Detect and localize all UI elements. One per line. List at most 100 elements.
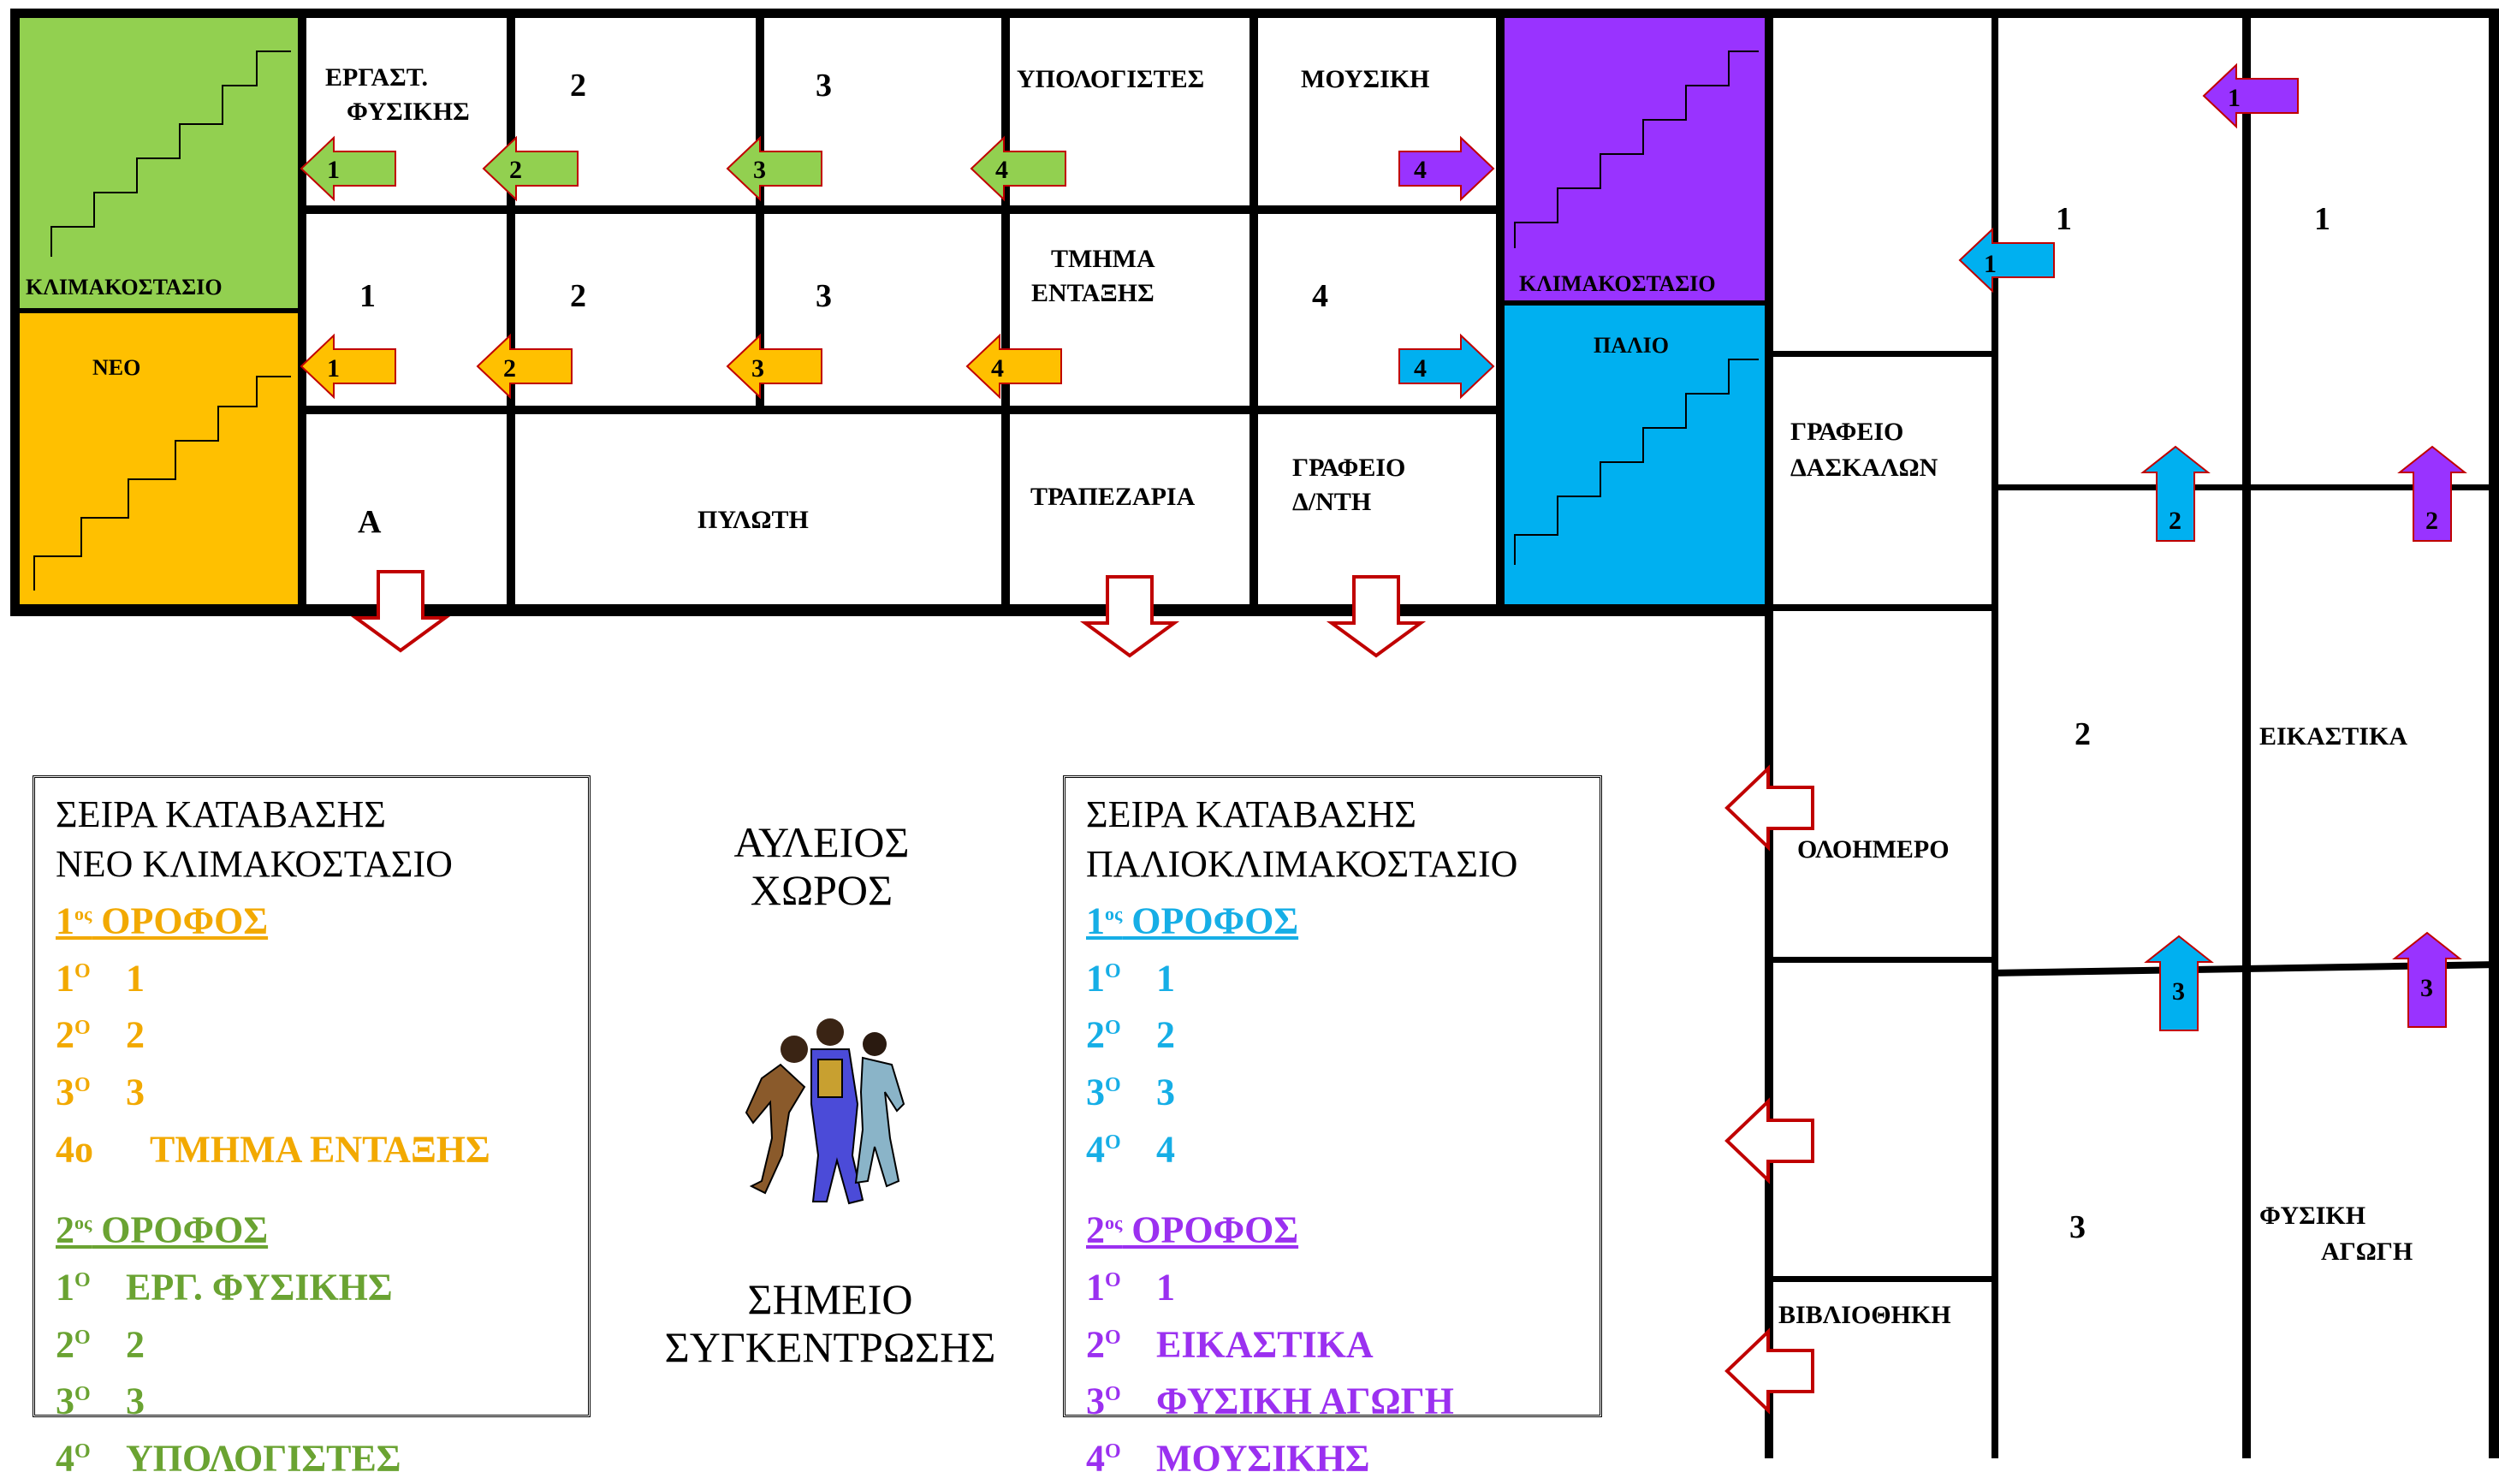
old-stairwell-lower xyxy=(1502,303,1765,609)
legend-old-stairwell: ΣΕΙΡΑ ΚΑΤΑΒΑΣΗΣ ΠΑΛΙΟΚΛΙΜΑΚΟΣΤΑΣΙΟ 1ος Ο… xyxy=(1063,775,1602,1480)
green-arrow-3-label: 3 xyxy=(753,156,766,184)
assembly-point-line2: ΣΥΓΚΕΝΤΡΩΣΗΣ xyxy=(664,1323,996,1371)
walls xyxy=(10,9,2499,1458)
stairs-old-upper-icon xyxy=(1514,50,1759,248)
blue-arrow-top-label: 1 xyxy=(1984,250,1997,278)
yard-label-line2: ΧΩΡΟΣ xyxy=(750,866,893,914)
stairs-old-lower-icon xyxy=(1514,359,1759,565)
room-music: ΜΟΥΣΙΚΗ xyxy=(1301,65,1430,93)
orange-arrow-4-label: 4 xyxy=(991,354,1004,383)
legend-old-floor1-heading: 1ος ΟΡΟΦΟΣ xyxy=(1086,899,1299,942)
blue-arrow-top-icon xyxy=(1959,229,2055,292)
legend-new-subtitle: ΝΕΟ ΚΛΙΜΑΚΟΣΤΑΣΙΟ xyxy=(56,843,453,885)
room-floor1-1: 1 xyxy=(359,278,376,314)
green-arrow-1-label: 1 xyxy=(327,156,340,184)
green-arrow-1-icon xyxy=(300,137,396,200)
room-east-1a: 1 xyxy=(2056,201,2072,237)
blue-arrow-up-3-label: 3 xyxy=(2172,977,2185,1006)
room-ground-a: Α xyxy=(358,504,382,540)
blue-arrow-room4-label: 4 xyxy=(1414,354,1427,383)
old-stairwell-upper xyxy=(1502,15,1765,303)
new-stairwell-sublabel: ΝΕΟ xyxy=(92,355,140,380)
yard-label: ΑΥΛΕΙΟΣ ΧΩΡΟΣ xyxy=(668,818,976,914)
room-library: ΒΙΒΛΙΟΘΗΚΗ xyxy=(1778,1301,1951,1329)
orange-arrow-4-icon xyxy=(966,335,1062,398)
orange-arrow-3-icon xyxy=(727,335,822,398)
room-integration: ΤΜΗΜΑ xyxy=(1051,245,1155,273)
new-stairwell-upper xyxy=(17,15,301,312)
room-east-3: 3 xyxy=(2069,1209,2086,1245)
room-principal-2: Δ/ΝΤΗ xyxy=(1292,488,1371,516)
new-stairwell-label: ΚΛΙΜΑΚΟΣΤΑΣΙΟ xyxy=(26,275,223,300)
orange-arrow-2-label: 2 xyxy=(503,354,516,383)
room-all-day: ΟΛΟΗΜΕΡΟ xyxy=(1797,835,1950,864)
room-pe-2: ΑΓΩΓΗ xyxy=(2321,1238,2413,1266)
room-principal: ΓΡΑΦΕΙΟ xyxy=(1292,454,1405,482)
purple-arrow-top-label: 1 xyxy=(2228,84,2241,112)
room-dining: ΤΡΑΠΕΖΑΡΙΑ xyxy=(1030,483,1196,511)
room-entrance: ΠΥΛΩΤΗ xyxy=(697,506,809,534)
room-computers: ΥΠΟΛΟΓΙΣΤΕΣ xyxy=(1017,65,1204,93)
orange-arrows xyxy=(300,335,1062,398)
stairs-new-lower-icon xyxy=(33,376,291,591)
room-floor2-2: 2 xyxy=(570,68,586,104)
room-east-2: 2 xyxy=(2075,716,2091,752)
room-east-1b: 1 xyxy=(2314,201,2330,237)
orange-arrow-3-label: 3 xyxy=(751,354,764,383)
orange-arrow-1-icon xyxy=(300,335,396,398)
legend-new-title: ΣΕΙΡΑ ΚΑΤΑΒΑΣΗΣ xyxy=(56,793,386,835)
yard-label-line1: ΑΥΛΕΙΟΣ xyxy=(733,818,910,866)
orange-arrow-1-label: 1 xyxy=(327,354,340,383)
legend-new-floor2-heading: 2ος ΟΡΟΦΟΣ xyxy=(56,1208,269,1251)
legend-old-subtitle: ΠΑΛΙΟΚΛΙΜΑΚΟΣΤΑΣΙΟ xyxy=(1086,843,1518,885)
legend-old-floor2-heading: 2ος ΟΡΟΦΟΣ xyxy=(1086,1208,1299,1251)
group-of-people-icon xyxy=(745,1018,905,1205)
room-teachers-2: ΔΑΣΚΑΛΩΝ xyxy=(1790,454,1938,482)
room-physics-lab: ΕΡΓΑΣΤ. xyxy=(325,63,428,92)
old-stairwell-sublabel: ΠΑΛΙΟ xyxy=(1594,333,1669,358)
legend-old-title: ΣΕΙΡΑ ΚΑΤΑΒΑΣΗΣ xyxy=(1086,793,1416,835)
room-pe: ΦΥΣΙΚΗ xyxy=(2259,1202,2365,1230)
green-arrow-3-icon xyxy=(727,137,822,200)
stairs-new-upper-icon xyxy=(50,50,291,257)
room-teachers: ΓΡΑΦΕΙΟ xyxy=(1790,418,1903,446)
room-floor1-4: 4 xyxy=(1312,278,1328,314)
green-arrow-2-label: 2 xyxy=(509,156,522,184)
green-arrows xyxy=(300,137,1066,200)
exit-arrow-left-3-icon xyxy=(1725,1330,1814,1412)
green-arrow-4-label: 4 xyxy=(995,156,1008,184)
old-stairwell-label: ΚΛΙΜΑΚΟΣΤΑΣΙΟ xyxy=(1519,271,1716,296)
assembly-point-label: ΣΗΜΕΙΟ ΣΥΓΚΕΝΤΡΩΣΗΣ xyxy=(633,1275,1027,1371)
exit-arrow-left-2-icon xyxy=(1725,1100,1814,1182)
room-floor1-3: 3 xyxy=(816,278,832,314)
blue-arrow-up-2-label: 2 xyxy=(2169,507,2181,535)
legend-new-stairwell: ΣΕΙΡΑ ΚΑΤΑΒΑΣΗΣ ΝΕΟ ΚΛΙΜΑΚΟΣΤΑΣΙΟ 1ος ΟΡ… xyxy=(33,775,591,1480)
room-floor1-2: 2 xyxy=(570,278,586,314)
purple-arrow-up-2-label: 2 xyxy=(2425,507,2438,535)
assembly-point-line1: ΣΗΜΕΙΟ xyxy=(747,1275,913,1323)
room-floor2-3: 3 xyxy=(816,68,832,104)
green-arrow-4-icon xyxy=(971,137,1066,200)
legend-new-floor1-heading: 1ος ΟΡΟΦΟΣ xyxy=(56,899,269,942)
green-arrow-2-icon xyxy=(483,137,579,200)
room-physics-lab-2: ΦΥΣΙΚΗΣ xyxy=(347,98,470,126)
new-stairwell-lower xyxy=(17,312,301,609)
room-integration-2: ΕΝΤΑΞΗΣ xyxy=(1031,279,1155,307)
purple-arrow-up-3-label: 3 xyxy=(2420,974,2433,1002)
